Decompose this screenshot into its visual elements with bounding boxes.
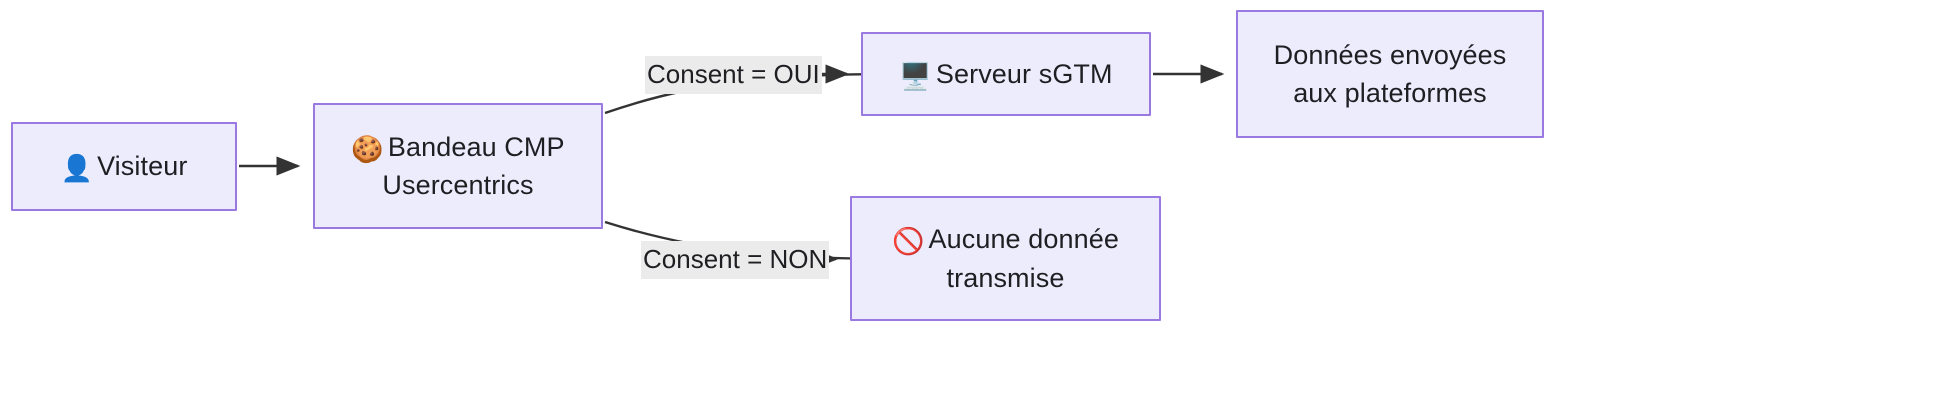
desktop-computer-icon: 🖥️ [899,60,932,91]
node-serveur-sgtm-label: Serveur sGTM [935,58,1113,89]
node-donnees-envoyees-content: Données envoyées aux plateformes [1260,36,1521,113]
node-serveur-sgtm-content: 🖥️Serveur sGTM [885,55,1126,93]
bust-in-silhouette-icon: 👤 [60,153,94,184]
node-bandeau-cmp[interactable]: 🍪Bandeau CMP Usercentrics [313,103,603,229]
node-visiteur[interactable]: 👤Visiteur [11,122,237,211]
node-donnees-envoyees-label: Données envoyées aux plateformes [1273,39,1507,108]
node-bandeau-cmp-content: 🍪Bandeau CMP Usercentrics [337,128,578,205]
node-bandeau-cmp-label: Bandeau CMP Usercentrics [382,131,565,200]
cookie-icon: 🍪 [351,133,384,164]
node-serveur-sgtm[interactable]: 🖥️Serveur sGTM [861,32,1151,116]
prohibited-icon: 🚫 [892,226,925,257]
node-visiteur-label: Visiteur [97,151,188,182]
edge-label-consent-non: Consent = NON [641,241,830,280]
node-aucune-donnee[interactable]: 🚫Aucune donnée transmise [850,196,1161,321]
edge-label-consent-oui: Consent = OUI [645,56,822,95]
node-aucune-donnee-label: Aucune donnée transmise [928,224,1119,293]
node-aucune-donnee-content: 🚫Aucune donnée transmise [878,220,1133,297]
node-donnees-envoyees[interactable]: Données envoyées aux plateformes [1236,10,1544,138]
node-visiteur-content: 👤Visiteur [47,147,202,185]
